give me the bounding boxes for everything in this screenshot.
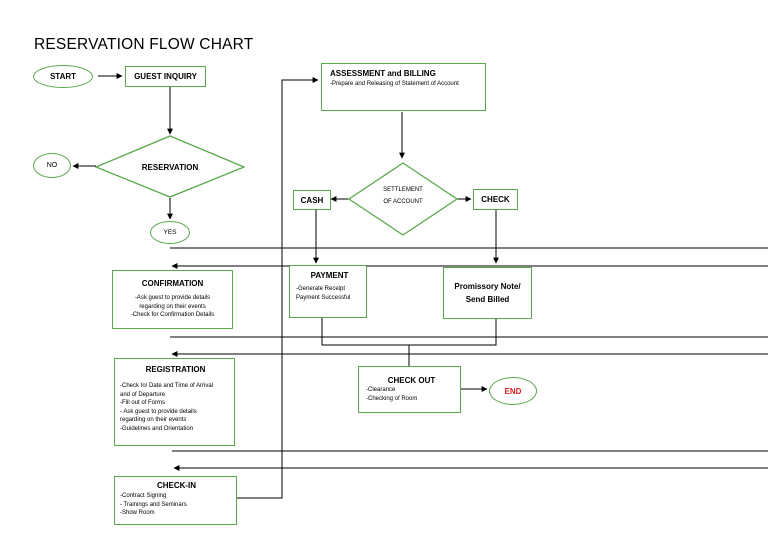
- reservation-decision-label-wrap: RESERVATION: [120, 160, 220, 174]
- start-node: START: [33, 65, 93, 88]
- confirmation-line: regarding on their events: [139, 303, 206, 310]
- registration-node: REGISTRATION -Check In/ Date and Time of…: [114, 358, 235, 446]
- payment-node: PAYMENT -Generate Receipt Payment Succes…: [289, 265, 367, 318]
- settlement-label-line: SETTLEMENT: [383, 187, 423, 193]
- registration-line: -Guidelines and Orientation: [120, 425, 194, 432]
- check-out-line: -Checking of Room: [366, 395, 418, 402]
- promissory-line: Send Billed: [465, 295, 510, 304]
- payment-title: PAYMENT: [310, 271, 349, 280]
- check-out-node: CHECK OUT -Clearance -Checking of Room: [358, 366, 461, 413]
- promissory-note-node: Promissory Note/ Send Billed: [443, 267, 532, 319]
- page-title: RESERVATION FLOW CHART: [34, 36, 254, 53]
- settlement-decision-label-wrap: SETTLEMENT OF ACCOUNT: [363, 186, 443, 206]
- promissory-line: Promissory Note/: [454, 282, 521, 291]
- check-in-node: CHECK-IN -Contract Signing - Trainings a…: [114, 476, 237, 525]
- check-out-line: -Clearance: [366, 387, 396, 393]
- registration-line: and of Departure: [120, 391, 166, 398]
- guest-inquiry-label: GUEST INQUIRY: [134, 72, 197, 81]
- confirmation-line: -Check for Confirmation Details: [130, 312, 215, 319]
- cash-label: CASH: [300, 195, 324, 205]
- yes-label: YES: [163, 229, 177, 236]
- end-node: END: [489, 377, 537, 405]
- no-label: NO: [46, 162, 58, 169]
- check-in-title: CHECK-IN: [156, 481, 197, 490]
- registration-line: regarding on their events: [120, 417, 187, 424]
- registration-line: -Check In/ Date and Time of Arrival: [120, 383, 214, 389]
- check-in-line: -Contract Signing: [120, 493, 167, 499]
- reservation-label: RESERVATION: [141, 162, 199, 172]
- reservation-decision-diamond: [94, 135, 246, 198]
- settlement-decision-diamond: [347, 162, 459, 236]
- confirmation-line: -Ask guest to provide details: [134, 295, 211, 301]
- check-node: CHECK: [473, 189, 518, 210]
- connector-merge-to-checkout: [321, 318, 497, 346]
- check-in-line: - Trainings and Seminars: [120, 501, 187, 508]
- check-out-title: CHECK OUT: [387, 376, 436, 385]
- cash-node: CASH: [293, 190, 331, 210]
- registration-line: - Ask guest to provide details: [120, 408, 197, 415]
- yes-node: YES: [150, 221, 190, 244]
- payment-line: -Generate Receipt: [296, 286, 346, 292]
- arrow-checkin-to-assessment: [237, 77, 319, 499]
- check-in-line: -Show Room: [120, 510, 155, 517]
- check-label: CHECK: [481, 195, 510, 204]
- guest-inquiry-node: GUEST INQUIRY: [125, 66, 206, 87]
- assessment-line: -Prepare and Releasing of Statement of A…: [330, 81, 459, 87]
- end-label: END: [504, 386, 522, 396]
- start-label: START: [49, 72, 77, 81]
- registration-line: -Fill out of Forms: [120, 400, 166, 407]
- settlement-label-line: OF ACCOUNT: [383, 198, 423, 205]
- registration-title: REGISTRATION: [145, 365, 206, 374]
- confirmation-node: CONFIRMATION -Ask guest to provide detai…: [112, 270, 233, 329]
- payment-line: Payment Successful: [296, 294, 351, 301]
- no-node: NO: [33, 153, 71, 178]
- assessment-billing-node: ASSESSMENT and BILLING -Prepare and Rele…: [321, 63, 486, 111]
- assessment-title: ASSESSMENT and BILLING: [330, 69, 436, 78]
- confirmation-title: CONFIRMATION: [141, 279, 204, 288]
